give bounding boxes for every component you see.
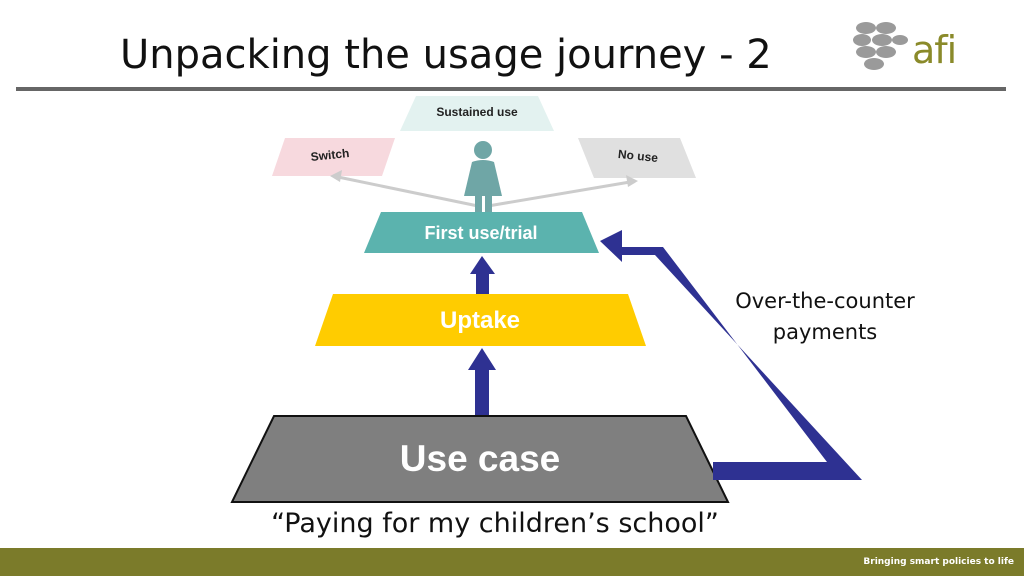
use-case-to-uptake-arrow-shaft	[475, 368, 489, 416]
no-use-shape	[578, 138, 696, 178]
otc-bypass-arrow-head	[600, 230, 622, 262]
footer-tagline: Bringing smart policies to life	[863, 557, 1014, 567]
slide-title: Unpacking the usage journey - 2	[120, 32, 772, 78]
use-case-to-uptake-arrow-head	[468, 348, 496, 370]
first-use-shape	[364, 212, 599, 253]
branch-arrow-left	[337, 175, 479, 208]
sustained-use-shape	[400, 96, 554, 131]
title-divider	[16, 87, 1006, 91]
uptake-to-first-use-arrow-shaft	[476, 272, 489, 294]
branch-arrow-right-head	[626, 175, 638, 187]
over-the-counter-note: Over-the-counter payments	[735, 289, 915, 344]
uptake-label: Uptake	[439, 307, 521, 334]
uptake-shape	[315, 294, 646, 346]
use-case-shape	[230, 415, 730, 503]
footer-bar: Bringing smart policies to life	[0, 548, 1024, 576]
sustained-use-label: Sustained use	[436, 105, 518, 119]
uptake-to-first-use-arrow-head	[470, 256, 495, 274]
afi-logo-mark-icon	[853, 22, 908, 70]
afi-logo	[852, 18, 972, 74]
afi-logo-text: afi	[912, 28, 957, 72]
use-case-quote: “Paying for my children’s school”	[271, 508, 719, 539]
use-case-label: Use case	[399, 438, 561, 479]
otc-bypass-arrow	[617, 247, 862, 480]
branch-arrow-left-head	[330, 170, 342, 182]
switch-shape	[272, 138, 395, 176]
person-icon	[464, 141, 502, 222]
first-use-label: First use/trial	[424, 223, 538, 243]
branch-arrow-right	[487, 180, 631, 208]
